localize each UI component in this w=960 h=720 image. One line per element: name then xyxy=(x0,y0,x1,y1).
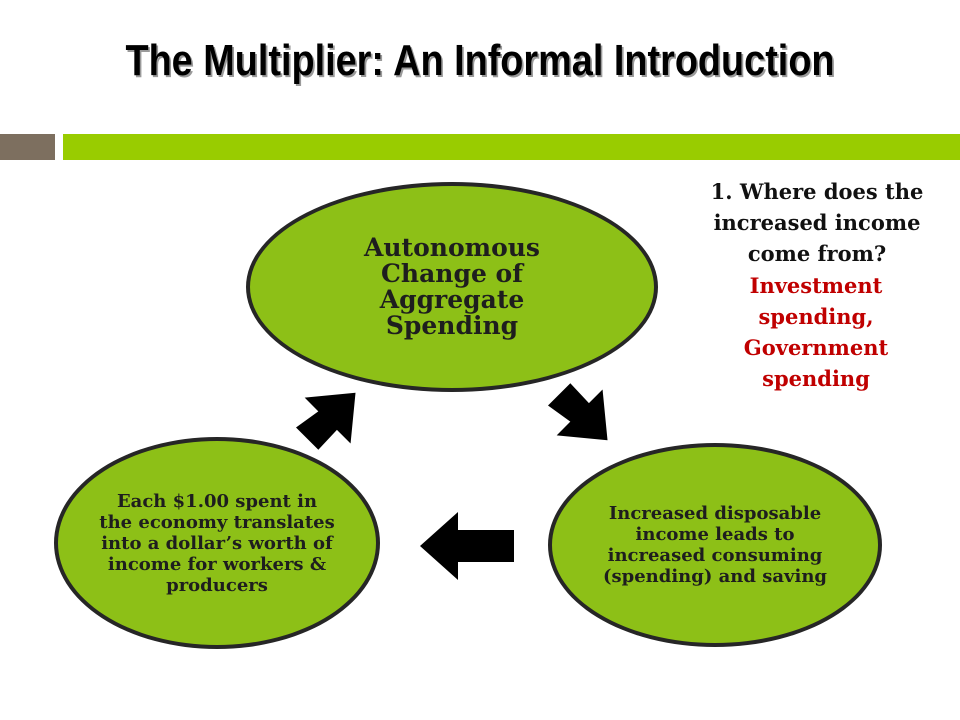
answer-text: Investment spending, Government spending xyxy=(743,273,889,391)
arrow-up-right-icon xyxy=(296,392,356,450)
accent-bar-gray xyxy=(0,134,55,160)
node-autonomous-spending-label: Autonomous Change of Aggregate Spending xyxy=(363,233,541,340)
node-income-workers-label: Each $1.00 spent in the economy translat… xyxy=(99,490,335,596)
node-autonomous-spending: Autonomous Change of Aggregate Spending xyxy=(246,182,658,392)
node-increased-income-label: Increased disposable income leads to inc… xyxy=(602,503,828,587)
arrow-down-right-icon xyxy=(548,383,608,441)
node-increased-income: Increased disposable income leads to inc… xyxy=(548,443,882,647)
question-text: 1. Where does the increased income come … xyxy=(710,179,924,266)
slide-title: The Multiplier: An Informal Introduction xyxy=(125,36,835,85)
node-income-workers: Each $1.00 spent in the economy translat… xyxy=(54,437,380,649)
accent-bar-green xyxy=(63,134,960,160)
arrow-left-icon xyxy=(420,512,514,580)
